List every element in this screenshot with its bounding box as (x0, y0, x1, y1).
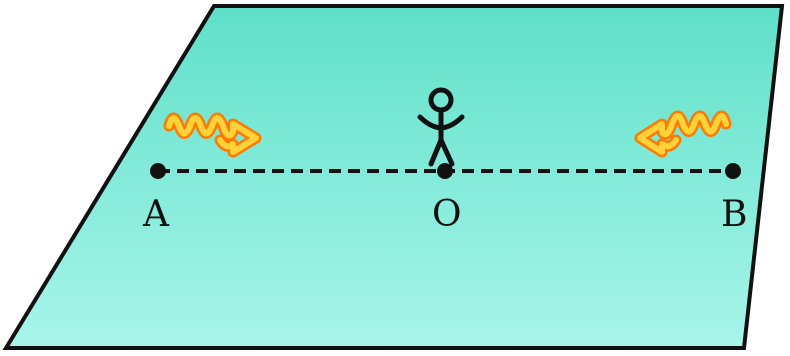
point-o-dot (437, 163, 453, 179)
stick-figure-icon (417, 87, 465, 167)
point-b-dot (725, 163, 741, 179)
ground-plane (2, 4, 785, 350)
point-b-label: B (721, 194, 747, 235)
point-o-label: O (432, 194, 462, 235)
wave-arrow-right-icon (163, 112, 262, 158)
point-a-dot (150, 163, 166, 179)
wave-arrow-left-icon (634, 110, 732, 158)
point-a-label: A (142, 194, 170, 235)
